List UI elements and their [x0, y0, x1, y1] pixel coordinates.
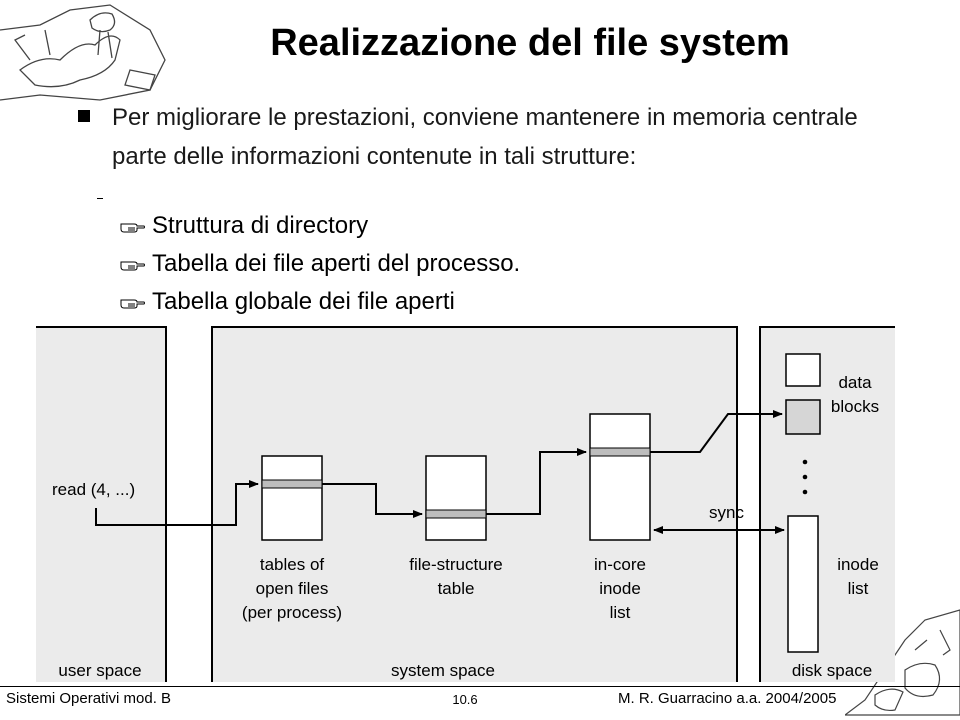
open-files-label-2: open files — [256, 579, 329, 598]
footer-page-number: 10.6 — [452, 692, 478, 707]
open-files-table-box — [261, 455, 323, 541]
ellipsis-dot — [802, 474, 808, 480]
system-space-label: system space — [391, 661, 495, 680]
pointing-hand-icon — [120, 299, 145, 309]
in-core-label-2: inode — [599, 579, 641, 598]
ellipsis-dot — [802, 459, 808, 465]
inode-list-box — [787, 515, 819, 653]
sub-item-process-table: Tabella dei file aperti del processo. — [120, 250, 520, 278]
slide-title: Realizzazione del file system — [270, 22, 790, 64]
data-block-highlighted — [785, 399, 821, 435]
pointing-hand-icon — [120, 223, 145, 233]
sub-item-directory: Struttura di directory — [120, 212, 368, 240]
open-files-label-1: tables of — [260, 555, 325, 574]
pointing-hand-icon — [120, 261, 145, 271]
footer-course: Sistemi Operativi mod. B — [6, 690, 172, 707]
in-core-inode-list-box — [589, 413, 651, 541]
file-structure-entry — [425, 509, 487, 519]
data-blocks-label-2: blocks — [831, 397, 879, 416]
dinosaur-clipart-top — [0, 4, 166, 101]
sub-item-label: Struttura di directory — [152, 212, 369, 239]
data-block — [785, 353, 821, 387]
sub-item-global-table: Tabella globale dei file aperti — [120, 288, 455, 316]
user-space-label: user space — [58, 661, 141, 680]
footer-divider — [0, 686, 960, 687]
structure-to-inode-arrow — [486, 448, 587, 515]
in-core-inode-entry — [589, 447, 651, 457]
dinosaur-clipart-bottom — [845, 609, 960, 716]
square-bullet-icon — [78, 110, 90, 122]
disk-space-panel — [760, 327, 895, 682]
footer-author: M. R. Guarracino a.a. 2004/2005 — [618, 690, 837, 707]
bullet-text: Per migliorare le prestazioni, conviene … — [112, 104, 858, 170]
file-structure-table-box — [425, 455, 487, 541]
open-files-label-3: (per process) — [242, 603, 342, 622]
in-core-label-1: in-core — [594, 555, 646, 574]
file-structure-label-1: file-structure — [409, 555, 503, 574]
inode-list-label-1: inode — [837, 555, 879, 574]
ellipsis-dot — [802, 489, 808, 495]
sub-item-label: Tabella dei file aperti del processo. — [152, 250, 521, 277]
read-arrow — [95, 480, 259, 526]
disk-space-label: disk space — [792, 661, 872, 680]
sub-item-label: Tabella globale dei file aperti — [152, 288, 455, 315]
open-files-entry — [261, 479, 323, 489]
sync-label: sync — [709, 503, 744, 522]
data-blocks-label-1: data — [838, 373, 872, 392]
in-core-label-3: list — [610, 603, 631, 622]
read-call-label: read (4, ...) — [52, 480, 135, 499]
stray-mark — [97, 198, 103, 199]
inode-to-block-arrow — [650, 410, 783, 453]
open-to-structure-arrow — [322, 483, 423, 518]
file-structure-label-2: table — [438, 579, 475, 598]
user-space-panel — [36, 327, 166, 682]
inode-list-label-2: list — [848, 579, 869, 598]
